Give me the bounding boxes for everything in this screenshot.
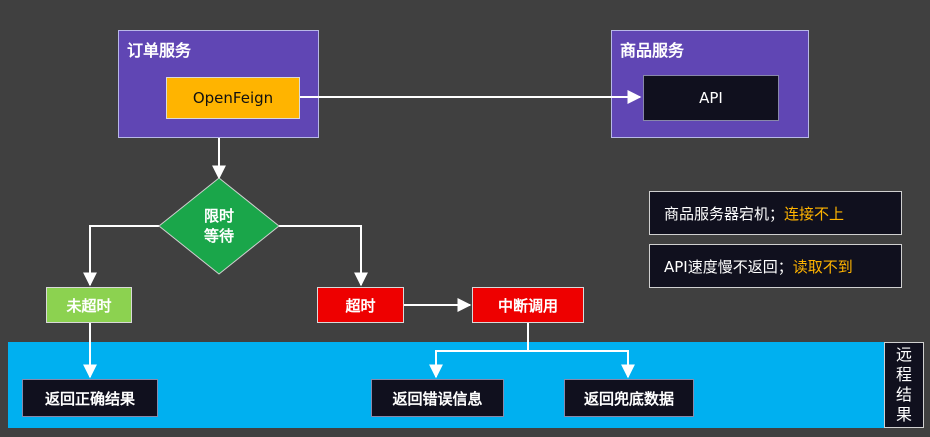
decision-line-1: 限时 [203,207,234,225]
note-text: API速度慢不返回； [664,257,793,276]
note-api-slow: API速度慢不返回； 读取不到 [649,244,902,288]
order-service-box: 订单服务 OpenFeign [118,30,319,138]
arrow-to-timeout [279,225,368,287]
result-band-label: 远 程 结 果 [884,342,924,428]
note-highlight: 连接不上 [784,204,845,223]
correct-result-node[interactable]: 返回正确结果 [22,379,158,417]
product-service-title: 商品服务 [620,41,685,60]
product-service-box: 商品服务 API [611,30,809,138]
result-label-char: 远 [895,345,912,364]
note-text: 商品服务器宕机； [664,204,785,223]
result-label-char: 结 [895,385,912,404]
decision-line-2: 等待 [203,227,234,245]
note-highlight: 读取不到 [792,257,853,276]
interrupt-call-node[interactable]: 中断调用 [472,287,584,323]
error-info-node[interactable]: 返回错误信息 [371,379,504,417]
fallback-data-node[interactable]: 返回兜底数据 [564,379,694,417]
timeout-node[interactable]: 超时 [317,287,404,323]
arrow-to-not-timeout [83,225,159,287]
result-label-char: 程 [895,365,912,384]
not-timeout-node[interactable]: 未超时 [46,287,132,323]
api-component[interactable]: API [643,75,779,121]
arrow-to-fallback [528,350,635,379]
connector-lines [83,90,642,379]
decision-diamond [158,177,280,275]
result-label-char: 果 [895,405,912,424]
decision-label: 限时 等待 [169,206,269,246]
note-server-down: 商品服务器宕机； 连接不上 [649,191,902,235]
arrow-to-error-info [429,323,529,379]
order-service-title: 订单服务 [127,41,192,60]
openfeign-component[interactable]: OpenFeign [166,77,300,119]
